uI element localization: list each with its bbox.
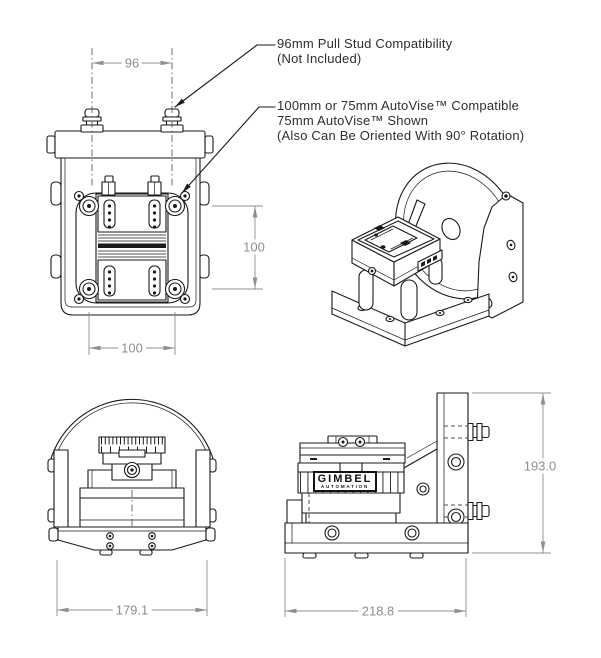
dim-label-side-height: 193.0 (520, 458, 560, 474)
jaw-slot-holes (107, 204, 157, 229)
dim-label-bolt-spacing-vertical: 100 (240, 239, 268, 255)
disc-bore (441, 217, 461, 241)
vise-post (400, 279, 418, 321)
leader-pull-stud (174, 44, 276, 108)
iso-vise (351, 216, 443, 287)
plate-bolts (447, 453, 465, 526)
top-plate (54, 130, 206, 159)
leader-lines (174, 44, 276, 194)
annotation-line: 96mm Pull Stud Compatibility (277, 36, 453, 51)
foot (99, 549, 113, 556)
foot (139, 549, 153, 556)
base-plate-front (57, 526, 207, 551)
vise-post (358, 269, 374, 311)
column-right (195, 449, 211, 528)
jaw-slot-holes (107, 270, 157, 295)
small-screws (73, 190, 191, 305)
annotation-pull-stud: 96mm Pull Stud Compatibility (Not Includ… (277, 36, 452, 66)
vise-front-lower (79, 436, 185, 532)
dim-label-stud-spacing: 96 (121, 55, 143, 71)
base-nub (205, 527, 216, 542)
annotation-line: (Also Can Be Oriented With 90° Rotation) (277, 128, 525, 143)
dim-label-side-length: 218.8 (358, 603, 398, 619)
plate-ear-left (46, 135, 56, 154)
front-view-bottom (47, 398, 217, 556)
side-boss (50, 254, 62, 279)
iso-view (331, 162, 524, 347)
dim-label-bolt-spacing-horizontal: 100 (118, 340, 146, 356)
plate-ear-right (204, 135, 214, 154)
gimbel-logo-subtitle: AUTOMATION (320, 484, 370, 489)
dim-label-front-width: 179.1 (112, 602, 152, 618)
base-nub (48, 527, 59, 542)
gimbel-logo-name: GIMBEL (317, 473, 373, 485)
trunnion-arch (49, 398, 215, 463)
front-view-top (46, 48, 214, 316)
leader-autovise (181, 106, 276, 194)
pull-stud-side (467, 422, 490, 442)
clamp-screws (101, 175, 162, 196)
side-view (284, 392, 490, 559)
mounting-bolts (78, 195, 186, 300)
gimbel-logo: GIMBEL AUTOMATION (313, 471, 377, 492)
base-screws (106, 532, 156, 550)
base-plate-side (284, 522, 469, 559)
side-boss (50, 181, 62, 206)
annotation-line: (Not Included) (277, 51, 362, 66)
annotation-line: 100mm or 75mm AutoVise™ Compatible (277, 98, 520, 113)
column-left (53, 449, 69, 528)
annotation-autovise: 100mm or 75mm AutoVise™ Compatible 75mm … (277, 98, 524, 143)
pull-stud-side (467, 501, 490, 521)
annotation-line: 75mm AutoVise™ Shown (277, 113, 429, 128)
vise-bed (97, 234, 167, 258)
